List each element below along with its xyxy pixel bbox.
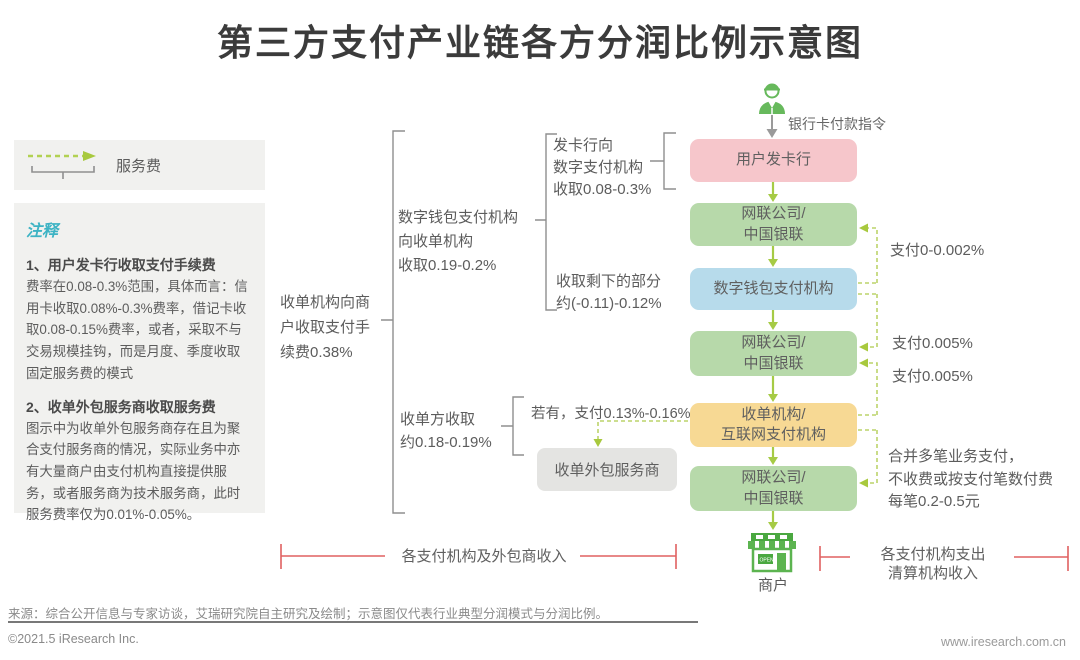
remainder-fee-annotation: 收取剩下的部分 约(-0.11)-0.12% — [556, 273, 662, 312]
box-digital-wallet-payment: 数字钱包支付机构 — [690, 268, 857, 310]
right-measure-label: 各支付机构支出 清算机构收入 — [880, 546, 986, 582]
payment-instruction-arrow — [766, 115, 778, 138]
left-measure-label: 各支付机构及外包商收入 — [401, 548, 567, 565]
notes-heading: 注释 — [26, 223, 59, 240]
note-1-body: 费率在0.08-0.3%范围，具体而言：信用卡收取0.08%-0.3%费率，借记… — [26, 279, 248, 381]
outsourcer-fee-annotation: 若有，支付0.13%-0.16% — [531, 406, 691, 422]
box-netsunion-unionpay-3: 网联公司/ 中国银联 — [690, 466, 857, 511]
note-2-title: 2、收单外包服务商收取服务费 — [26, 398, 216, 415]
fee-wallet-to-clearing1: 支付0-0.002% — [890, 242, 985, 259]
payment-instruction-label: 银行卡付款指令 — [788, 116, 886, 132]
fee-acquirer-to-clearing2: 支付0.005% — [892, 368, 973, 385]
website-url: www.iresearch.com.cn — [940, 635, 1066, 649]
fee-wallet-to-clearing2: 支付0.005% — [892, 335, 973, 352]
footer-divider — [8, 621, 698, 623]
wallet-fee-annotation: 数字钱包支付机构 向收单机构 收取0.19-0.2% — [398, 209, 519, 274]
box-acquirer-internet-payment: 收单机构/ 互联网支付机构 — [690, 403, 857, 447]
notes-panel: 注释 1、用户发卡行收取支付手续费 费率在0.08-0.3%范围，具体而言：信用… — [14, 203, 265, 522]
note-1-title: 1、用户发卡行收取支付手续费 — [26, 257, 216, 273]
source-note: 来源：综合公开信息与专家访谈，艾瑞研究院自主研究及绘制；示意图仅代表行业典型分润… — [8, 607, 609, 621]
acquirer-keep-annotation: 收单方收取 约0.18-0.19% — [400, 411, 492, 451]
service-fee-legend-icon — [28, 151, 96, 179]
box-acquiring-outsourcer: 收单外包服务商 — [537, 448, 677, 491]
fee-acquirer-to-clearing3: 合并多笔业务支付， 不收费或按支付笔数付费 每笔0.2-0.5元 — [888, 448, 1054, 510]
page-title: 第三方支付产业链各方分润比例示意图 — [216, 22, 863, 63]
box-netsunion-unionpay-1: 网联公司/ 中国银联 — [690, 203, 857, 246]
box-user-issuing-bank: 用户发卡行 — [690, 139, 857, 182]
merchant-shop-icon: OPEN — [748, 533, 796, 573]
box-netsunion-unionpay-2: 网联公司/ 中国银联 — [690, 331, 857, 376]
issuer-fee-annotation: 发卡行向 数字支付机构 收取0.08-0.3% — [553, 137, 652, 198]
acquirer-merchant-fee-annotation: 收单机构向商 户收取支付手 续费0.38% — [280, 294, 371, 361]
merchant-label: 商户 — [757, 577, 788, 594]
note-2-body: 图示中为收单外包服务商存在且为聚合支付服务商的情况，实际业务中亦有大量商户由支付… — [26, 420, 241, 523]
legend-panel: 服务费 — [14, 140, 265, 190]
copyright-text: ©2021.5 iResearch Inc. — [8, 632, 139, 646]
merchant-open-sign: OPEN — [760, 558, 775, 564]
payer-person-icon — [759, 83, 785, 114]
legend-label: 服务费 — [116, 157, 162, 175]
